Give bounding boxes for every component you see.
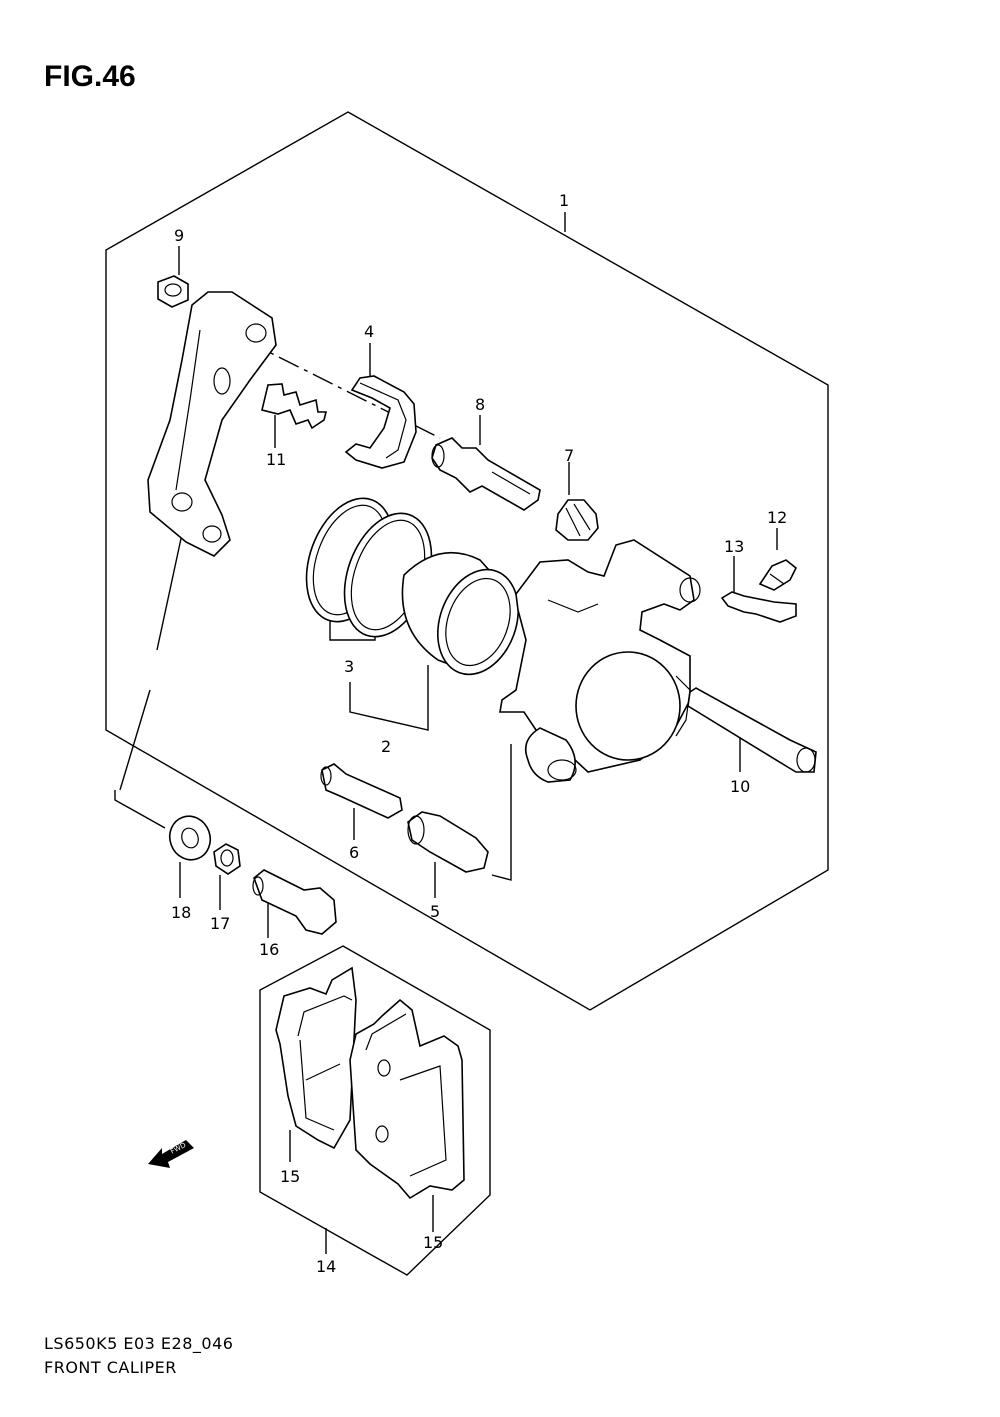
callout-1: 1 (559, 191, 569, 210)
callout-15-outer: 15 (280, 1167, 300, 1186)
washer-part-18 (168, 815, 212, 861)
model-code: LS650K5 E03 E28_046 (44, 1334, 234, 1353)
pad-spring-part-4 (344, 375, 417, 469)
piston-part-2 (401, 552, 520, 676)
caliper-assembly-boundary (105, 111, 829, 1011)
callout-5: 5 (430, 902, 440, 921)
callout-12: 12 (767, 508, 787, 527)
sleeve-pin-part-6 (320, 763, 403, 819)
callout-10: 10 (730, 777, 750, 796)
flange-nut-part-9 (157, 275, 189, 308)
bleeder-cap-part-13 (720, 591, 797, 623)
callout-17: 17 (210, 914, 230, 933)
callout-16: 16 (259, 940, 279, 959)
callout-11: 11 (266, 450, 286, 469)
caliper-bracket (147, 291, 277, 557)
callout-18: 18 (171, 903, 191, 922)
brake-pad-inner (349, 998, 465, 1200)
figure-label: FIG.46 (44, 60, 136, 93)
callout-8: 8 (475, 395, 485, 414)
callout-15-inner: 15 (423, 1233, 443, 1252)
fwd-arrow-icon: FWD (148, 1140, 194, 1168)
caliper-body (499, 539, 701, 783)
slide-pin-part-8 (431, 437, 541, 511)
diagram-title: FRONT CALIPER (44, 1358, 177, 1377)
pad-set-boundary (259, 945, 491, 1276)
callout-7: 7 (564, 446, 574, 465)
bleeder-valve-part-12 (758, 559, 798, 591)
lock-nut-part-17 (213, 843, 241, 875)
callout-3: 3 (344, 657, 354, 676)
mounting-bolt-part-16 (252, 869, 337, 935)
callout-6: 6 (349, 843, 359, 862)
pad-spring-clip-part-11 (261, 383, 328, 430)
callout-13: 13 (724, 537, 744, 556)
callout-4: 4 (364, 322, 374, 341)
callout-14: 14 (316, 1257, 336, 1276)
callout-2: 2 (381, 737, 391, 756)
caliper-bolt-part-10 (687, 687, 817, 773)
pin-boot-part-5 (407, 811, 489, 873)
brake-pad-outer (275, 966, 357, 1150)
boot-part-7 (555, 499, 599, 541)
callout-9: 9 (174, 226, 184, 245)
